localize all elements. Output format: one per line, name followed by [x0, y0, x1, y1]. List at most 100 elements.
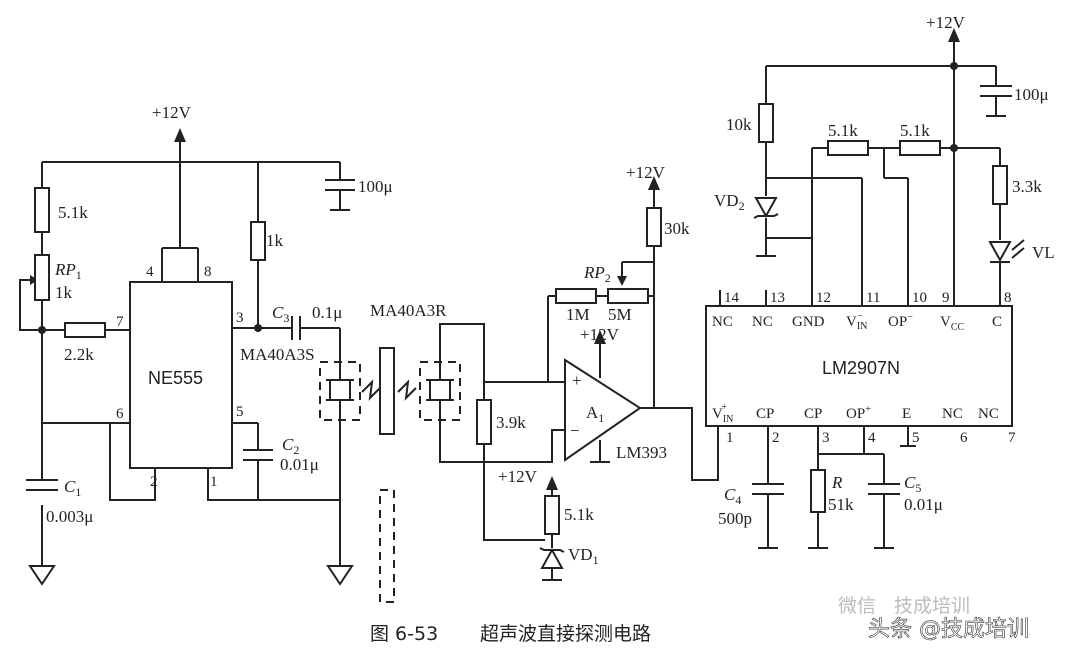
pin-name: CP — [804, 406, 822, 422]
c1-value: 0.003μ — [46, 507, 93, 526]
pin-label: 10 — [912, 290, 927, 306]
rp2-value: 5M — [608, 305, 632, 324]
pin-name: NC — [752, 314, 773, 330]
figure-number: 图 6-53 — [370, 623, 438, 645]
pin-label: 6 — [116, 406, 124, 422]
c4-value: 500p — [718, 509, 752, 528]
r-value: 51k — [828, 495, 854, 514]
c2-value: 0.01μ — [280, 455, 319, 474]
comparator-a1 — [564, 358, 642, 462]
pin-name: NC — [942, 406, 963, 422]
vcc-label: +12V — [626, 163, 666, 182]
resistor-1m — [555, 288, 597, 304]
ne555-wiring — [19, 128, 355, 566]
cap-100u-b-label: 100μ — [1014, 85, 1049, 104]
receiver-transducer — [397, 323, 565, 541]
potentiometer-rp2 — [607, 288, 649, 304]
pin-label: 4 — [146, 264, 154, 280]
r10k-label: 10k — [726, 115, 752, 134]
ground-icon — [28, 565, 56, 586]
ne555-chip — [129, 281, 233, 469]
target-object — [379, 489, 395, 603]
pin-label: 8 — [204, 264, 212, 280]
vcc-label: +12V — [152, 103, 192, 122]
junction-dot — [254, 324, 262, 332]
reflector-object — [379, 347, 395, 435]
pin-name: E — [902, 406, 911, 422]
rp2-label: RP2 — [583, 263, 611, 285]
pin-label: 3 — [822, 430, 830, 446]
r51k-c-label: 5.1k — [828, 121, 858, 140]
vd2-label: VD2 — [714, 191, 745, 213]
lm393-label: LM393 — [616, 443, 667, 462]
opamp-plus: + — [572, 371, 582, 390]
cap-100u-label: 100μ — [358, 177, 393, 196]
watermark-wechat: 微信技成培训 — [838, 595, 970, 617]
vcc-label: +12V — [498, 467, 538, 486]
junction-dot — [38, 326, 46, 334]
resistor-1k — [250, 221, 266, 261]
resistor-5.1k-d — [899, 140, 941, 156]
c5-value: 0.01μ — [904, 495, 943, 514]
resistor-3.9k — [476, 399, 492, 445]
pin-label: 7 — [116, 314, 124, 330]
resistor-r-51k — [810, 469, 826, 513]
pin-label: 14 — [724, 290, 740, 306]
resistor-2.2k — [64, 322, 106, 338]
vcc-label: +12V — [926, 13, 966, 32]
lm2907n-chip — [705, 305, 1013, 427]
pin-name: VIN+ — [712, 402, 733, 425]
r51k-d-label: 5.1k — [900, 121, 930, 140]
pin-name: CP — [756, 406, 774, 422]
r51k-b-label: 5.1k — [564, 505, 594, 524]
c2-label: C2 — [282, 435, 299, 457]
pin-label: 2 — [150, 474, 158, 490]
pin-label: 7 — [1008, 430, 1016, 446]
c5-label: C5 — [904, 473, 921, 495]
r-label: R — [831, 473, 843, 492]
r33k-label: 3.3k — [1012, 177, 1042, 196]
pin-label: 8 — [1004, 290, 1012, 306]
pin-name: VIN− — [846, 311, 867, 332]
resistor-5.1k-c — [827, 140, 869, 156]
c3-label: C3 — [272, 303, 289, 325]
lm2907-wiring — [719, 28, 1012, 549]
zener-vd2 — [753, 197, 779, 219]
pin-label: 13 — [770, 290, 785, 306]
vd1-label: VD1 — [568, 545, 599, 567]
potentiometer-rp1 — [34, 254, 50, 301]
pin-name: OP+ — [846, 404, 871, 422]
r22k-label: 2.2k — [64, 345, 94, 364]
resistor-5.1k-b — [544, 495, 560, 535]
pin-label: 9 — [942, 290, 950, 306]
lm393-wiring — [483, 176, 719, 581]
pin-label: 3 — [236, 310, 244, 326]
resistor-30k — [646, 207, 662, 247]
vl-label: VL — [1032, 243, 1055, 262]
r1k-label: 1k — [266, 231, 284, 250]
c1-label: C1 — [64, 477, 81, 499]
ground-icon — [326, 565, 354, 586]
rp1-value: 1k — [55, 283, 73, 302]
ma40a3r-label: MA40A3R — [370, 301, 447, 320]
r30k-label: 30k — [664, 219, 690, 238]
r-label: 5.1k — [58, 203, 88, 222]
led-vl — [988, 239, 1025, 263]
c3-value: 0.1μ — [312, 303, 342, 322]
pin-label: 4 — [868, 430, 876, 446]
r39k-label: 3.9k — [496, 413, 526, 432]
transmitter-transducer — [319, 360, 381, 430]
pin-label: 5 — [236, 404, 244, 420]
a1-label: A1 — [586, 403, 604, 425]
opamp-minus: − — [570, 421, 580, 440]
junction-dot — [950, 144, 958, 152]
junction-dot — [950, 62, 958, 70]
pin-label: 5 — [912, 430, 920, 446]
rp1-label: RP1 — [54, 260, 82, 282]
pin-label: 6 — [960, 430, 968, 446]
watermark-toutiao: 头条 @技成培训 — [868, 617, 1029, 642]
vcc-label: +12V — [580, 325, 620, 344]
pin-name: GND — [792, 314, 825, 330]
zener-vd1 — [539, 547, 565, 569]
